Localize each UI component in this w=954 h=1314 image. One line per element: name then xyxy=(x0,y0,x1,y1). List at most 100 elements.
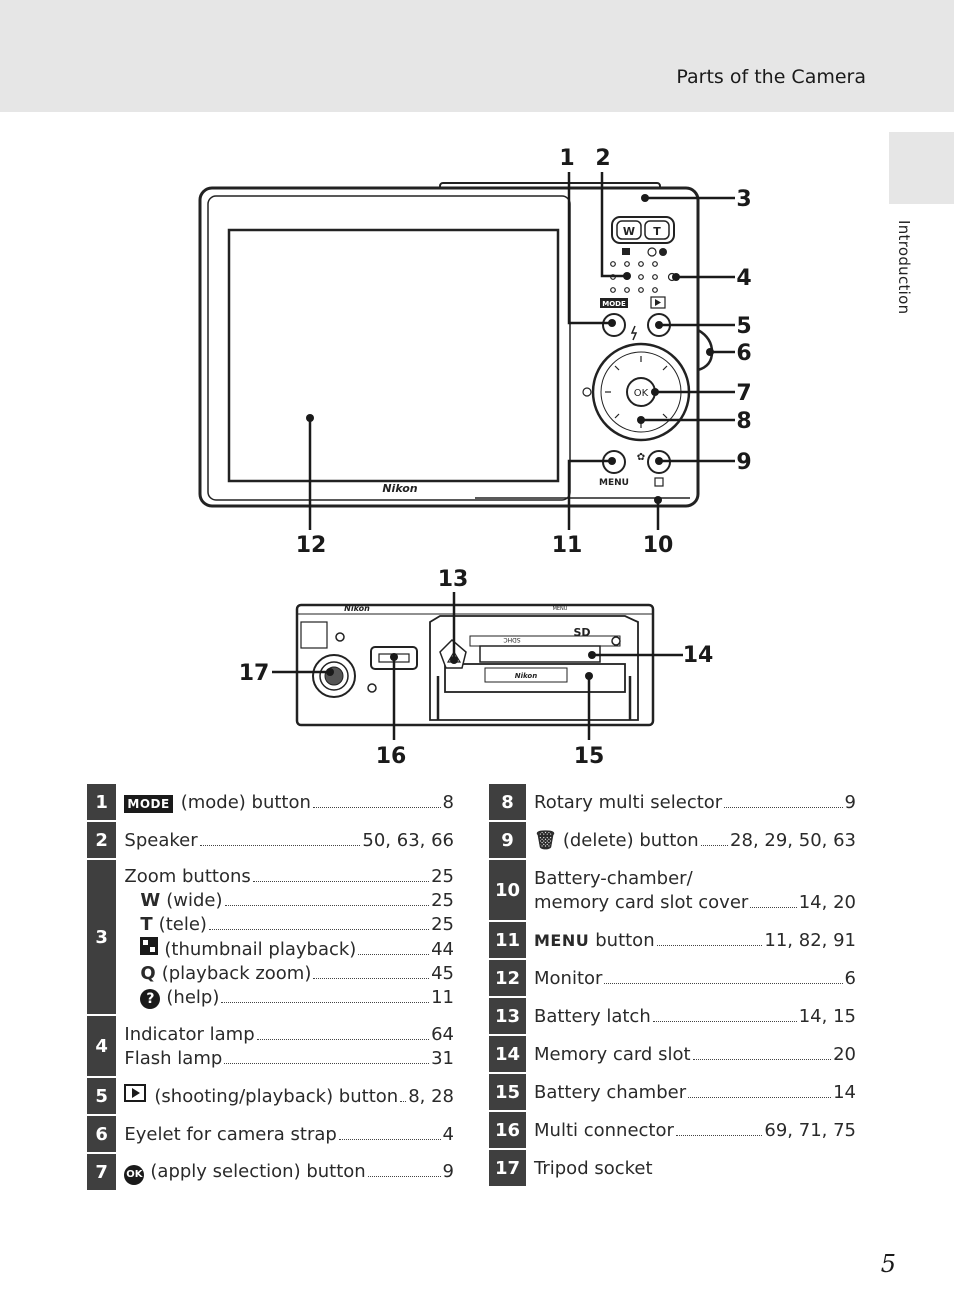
svg-text:OK: OK xyxy=(634,388,649,399)
part-number: 17 xyxy=(489,1150,526,1188)
part-number: 6 xyxy=(87,1116,117,1154)
header-band xyxy=(0,0,954,112)
callout-3: 3 xyxy=(736,187,751,212)
section-tab-label: Introduction xyxy=(895,220,913,315)
svg-text:SDHC: SDHC xyxy=(503,636,520,643)
callout-9: 9 xyxy=(736,450,751,475)
running-title: Parts of the Camera xyxy=(676,66,866,88)
camera-back-illustration: Nikon W T MODE OK xyxy=(198,182,714,508)
play-icon xyxy=(124,1084,147,1102)
svg-text:T: T xyxy=(653,225,661,238)
callout-13: 13 xyxy=(438,567,469,592)
part-number: 5 xyxy=(87,1078,117,1116)
camera-bottom-illustration: Nikon MENU SDHC Nikon SD xyxy=(295,603,655,727)
part-number: 9 xyxy=(489,822,526,860)
svg-text:✿: ✿ xyxy=(637,452,645,463)
svg-text:MODE: MODE xyxy=(602,300,626,308)
callout-17: 17 xyxy=(239,661,270,686)
part-number: 4 xyxy=(87,1016,117,1078)
callout-6: 6 xyxy=(736,341,751,366)
callout-dots xyxy=(306,194,714,680)
svg-text:W: W xyxy=(623,225,635,238)
monitor-screen xyxy=(227,228,560,483)
thumbnail-icon xyxy=(140,937,159,955)
help-icon: ? xyxy=(140,989,161,1009)
svg-text:SD: SD xyxy=(573,626,590,639)
part-number: 13 xyxy=(489,998,526,1036)
part-number: 11 xyxy=(489,922,526,960)
table-row: 17 Tripod socket xyxy=(489,1150,856,1188)
zoom-tele-icon: T xyxy=(140,914,153,935)
callout-5: 5 xyxy=(736,314,751,339)
part-number: 16 xyxy=(489,1112,526,1150)
part-number: 1 xyxy=(87,784,117,822)
callout-12: 12 xyxy=(296,533,327,558)
part-number: 8 xyxy=(489,784,526,822)
callout-4: 4 xyxy=(736,266,751,291)
part-number: 10 xyxy=(489,860,526,922)
svg-text:MENU: MENU xyxy=(599,478,629,488)
trash-icon: 🗑 xyxy=(534,829,557,851)
callout-10: 10 xyxy=(643,533,674,558)
callout-1: 1 xyxy=(559,146,574,171)
callout-16: 16 xyxy=(376,744,407,769)
playback-zoom-icon: Q xyxy=(140,963,156,984)
ok-icon: OK xyxy=(124,1165,145,1185)
part-description: Tripod socket xyxy=(526,1150,856,1188)
mode-icon: MODE xyxy=(124,794,173,813)
zoom-wide-icon: W xyxy=(140,890,161,911)
camera-parts-figure: Nikon W T MODE OK xyxy=(198,146,752,769)
table-row: 10 Battery-chamber/ memory card slot cov… xyxy=(489,860,856,922)
callout-14: 14 xyxy=(683,643,714,668)
callout-2: 2 xyxy=(595,146,610,171)
svg-text:Nikon: Nikon xyxy=(344,604,370,613)
part-number: 12 xyxy=(489,960,526,998)
menu-icon: MENU xyxy=(534,930,590,950)
callout-7: 7 xyxy=(736,381,751,406)
part-number: 15 xyxy=(489,1074,526,1112)
callout-leaders xyxy=(272,172,735,740)
back-brand-logo: Nikon xyxy=(382,482,417,495)
callout-11: 11 xyxy=(552,533,583,558)
part-number: 14 xyxy=(489,1036,526,1074)
svg-text:MENU: MENU xyxy=(553,606,568,612)
part-number: 7 xyxy=(87,1154,117,1192)
page-number: 5 xyxy=(880,1250,896,1278)
callout-15: 15 xyxy=(574,744,605,769)
svg-text:Nikon: Nikon xyxy=(515,672,537,680)
callout-8: 8 xyxy=(736,409,751,434)
